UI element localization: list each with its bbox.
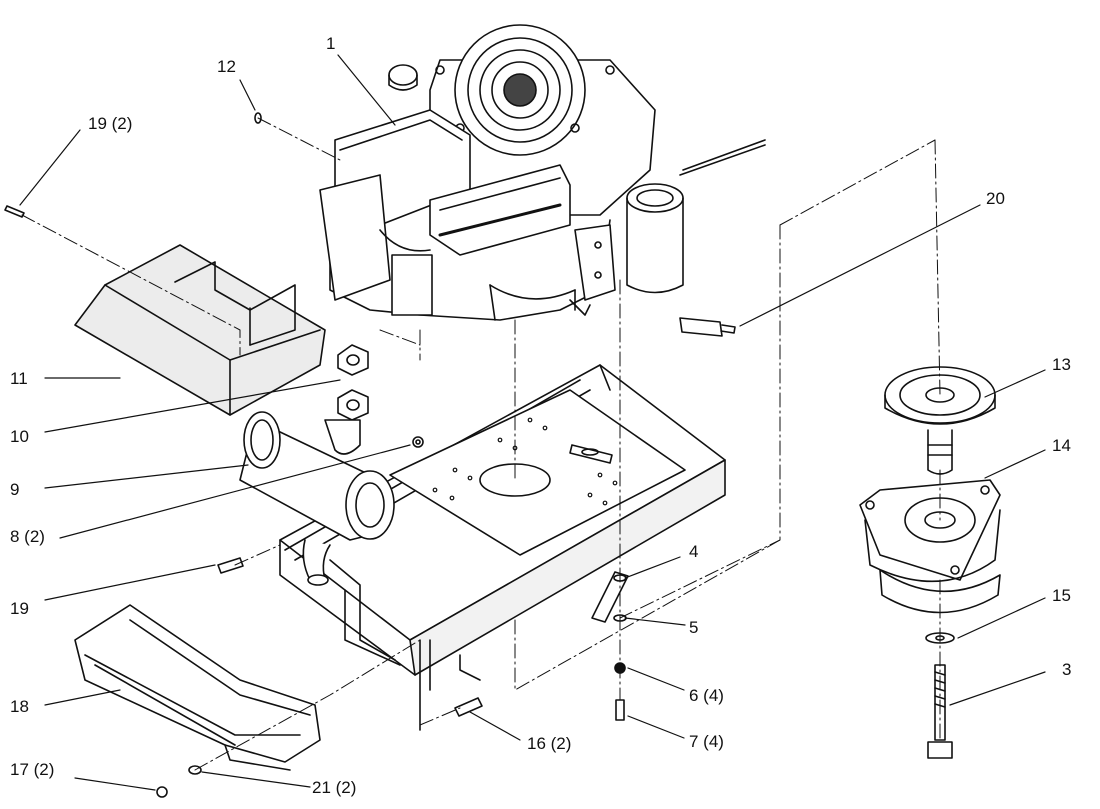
- callout-21-2: 21 (2): [312, 778, 357, 797]
- callout-9: 9: [10, 480, 20, 499]
- assembly-centerlines: [21, 117, 941, 771]
- callout-12: 12: [217, 57, 236, 76]
- electric-clutch: [860, 480, 1000, 613]
- muffler: [240, 412, 394, 585]
- exhaust-gaskets: [325, 345, 368, 454]
- callout-18: 18: [10, 697, 29, 716]
- callout-7-4: 7 (4): [689, 732, 724, 751]
- callout-8-2: 8 (2): [10, 527, 45, 546]
- callout-14: 14: [1052, 436, 1071, 455]
- callout-6-4: 6 (4): [689, 686, 724, 705]
- rear-bumper: [75, 605, 320, 770]
- callout-11: 11: [10, 369, 28, 388]
- callout-10: 10: [10, 427, 29, 446]
- engine-pulley: [885, 367, 995, 474]
- callout-4: 4: [689, 542, 699, 561]
- callout-3: 3: [1062, 660, 1072, 679]
- callout-15: 15: [1052, 586, 1071, 605]
- callout-5: 5: [689, 618, 699, 637]
- callout-19: 19: [10, 599, 29, 618]
- engine-mount-plate: [390, 390, 685, 555]
- callout-16-2: 16 (2): [527, 734, 572, 753]
- callout-19-2-top: 19 (2): [88, 114, 133, 133]
- callout-1: 1: [326, 34, 336, 53]
- callout-13: 13: [1052, 355, 1071, 374]
- engine: [320, 25, 765, 320]
- hardware: [5, 113, 735, 797]
- muffler-heat-shield: [75, 245, 325, 415]
- leader-lines: [19, 54, 1046, 791]
- callout-17-2: 17 (2): [10, 760, 55, 779]
- callout-20: 20: [986, 189, 1005, 208]
